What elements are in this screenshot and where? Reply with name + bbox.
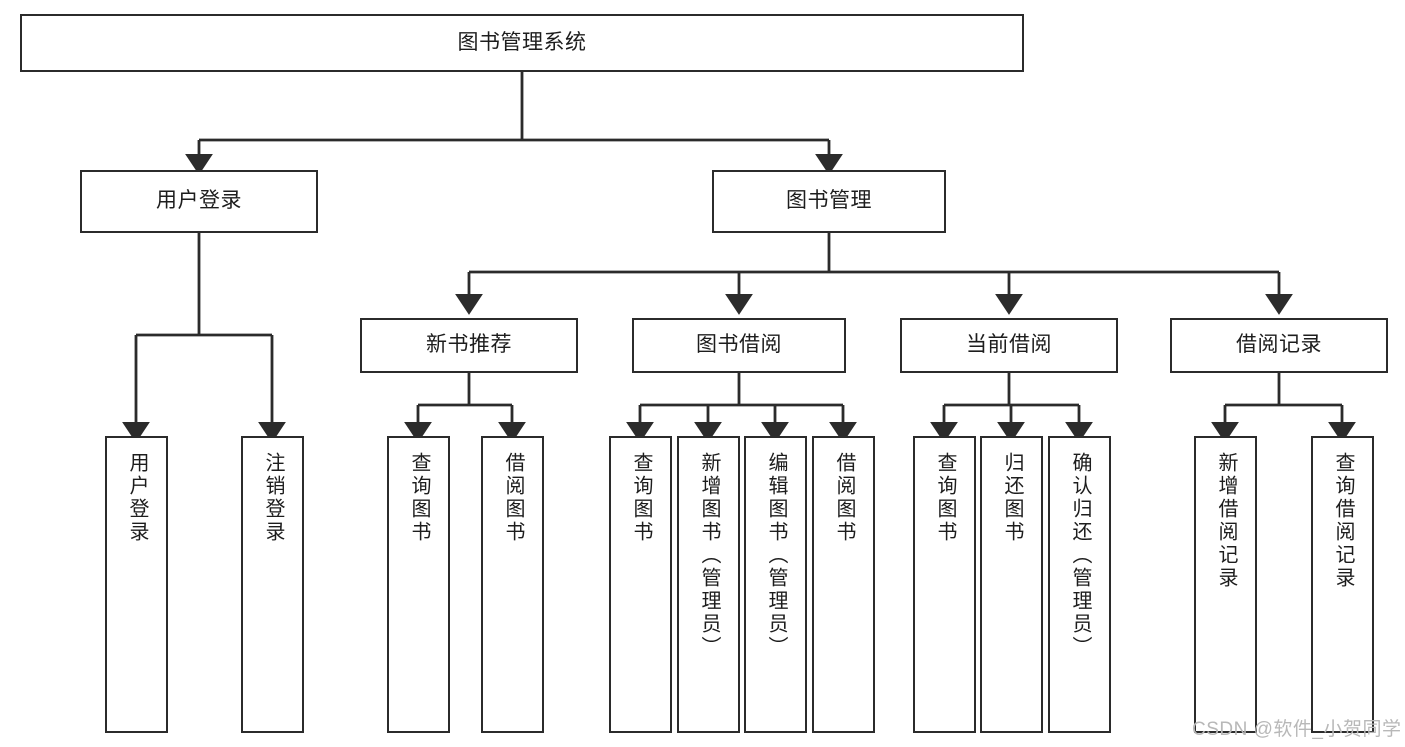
- node-book-borrow[interactable]: 图书借阅: [632, 318, 846, 373]
- node-leaf-edit-book-admin-label: 编辑图书（管理员）: [765, 452, 787, 659]
- node-leaf-user-login-label: 用户登录: [126, 452, 148, 544]
- node-leaf-add-borrow-record[interactable]: 新增借阅记录: [1194, 436, 1257, 733]
- node-leaf-add-book-admin-label: 新增图书（管理员）: [698, 452, 720, 659]
- node-leaf-user-login[interactable]: 用户登录: [105, 436, 168, 733]
- node-leaf-borrow-book-rec[interactable]: 借阅图书: [481, 436, 544, 733]
- node-leaf-query-book-current-label: 查询图书: [934, 452, 956, 544]
- node-leaf-borrow-book[interactable]: 借阅图书: [812, 436, 875, 733]
- node-new-book-recommend-label: 新书推荐: [426, 333, 512, 357]
- node-leaf-add-borrow-record-label: 新增借阅记录: [1215, 452, 1237, 590]
- node-borrow-record[interactable]: 借阅记录: [1170, 318, 1388, 373]
- node-leaf-return-book-label: 归还图书: [1001, 452, 1023, 544]
- node-root-label: 图书管理系统: [457, 30, 587, 54]
- node-borrow-record-label: 借阅记录: [1236, 333, 1322, 357]
- node-leaf-logout-label: 注销登录: [262, 452, 284, 544]
- node-user-login[interactable]: 用户登录: [80, 170, 318, 233]
- node-root[interactable]: 图书管理系统: [20, 14, 1024, 72]
- node-new-book-recommend[interactable]: 新书推荐: [360, 318, 578, 373]
- node-book-manage-label: 图书管理: [786, 189, 872, 213]
- node-leaf-confirm-return-admin-label: 确认归还（管理员）: [1069, 452, 1091, 659]
- node-leaf-query-book-label: 查询图书: [630, 452, 652, 544]
- node-leaf-query-book-rec[interactable]: 查询图书: [387, 436, 450, 733]
- node-leaf-add-book-admin[interactable]: 新增图书（管理员）: [677, 436, 740, 733]
- node-book-borrow-label: 图书借阅: [696, 333, 782, 357]
- node-leaf-logout[interactable]: 注销登录: [241, 436, 304, 733]
- node-user-login-label: 用户登录: [156, 189, 242, 213]
- node-leaf-query-book-rec-label: 查询图书: [408, 452, 430, 544]
- node-leaf-query-book[interactable]: 查询图书: [609, 436, 672, 733]
- node-leaf-borrow-book-label: 借阅图书: [833, 452, 855, 544]
- node-leaf-query-borrow-record-label: 查询借阅记录: [1332, 452, 1354, 590]
- node-leaf-borrow-book-rec-label: 借阅图书: [502, 452, 524, 544]
- node-leaf-query-borrow-record[interactable]: 查询借阅记录: [1311, 436, 1374, 733]
- node-leaf-return-book[interactable]: 归还图书: [980, 436, 1043, 733]
- node-current-borrow-label: 当前借阅: [966, 333, 1052, 357]
- node-book-manage[interactable]: 图书管理: [712, 170, 946, 233]
- node-current-borrow[interactable]: 当前借阅: [900, 318, 1118, 373]
- node-leaf-query-book-current[interactable]: 查询图书: [913, 436, 976, 733]
- node-leaf-edit-book-admin[interactable]: 编辑图书（管理员）: [744, 436, 807, 733]
- node-leaf-confirm-return-admin[interactable]: 确认归还（管理员）: [1048, 436, 1111, 733]
